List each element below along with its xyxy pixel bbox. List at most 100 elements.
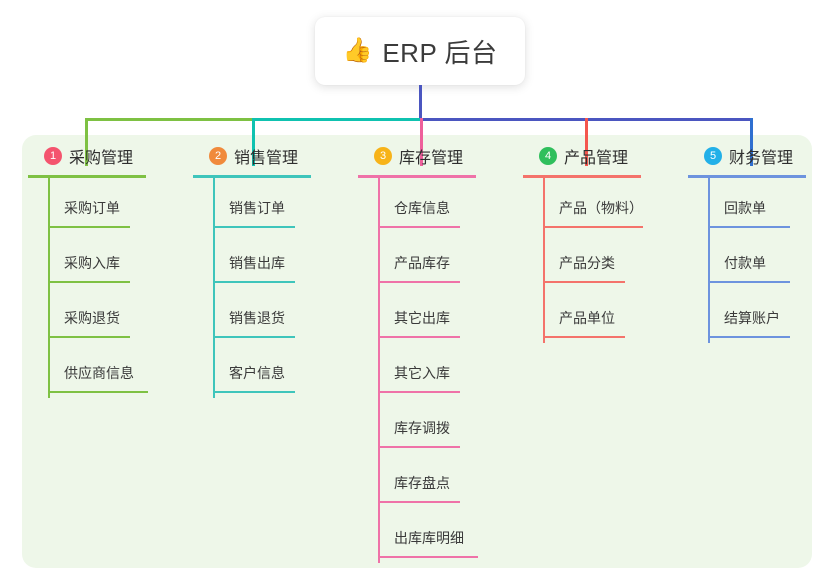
stub-finance — [750, 118, 753, 166]
branch-item[interactable]: 采购订单 — [28, 178, 188, 233]
branch-item-label: 回款单 — [724, 200, 766, 216]
segment-teal — [252, 118, 420, 121]
branch-underline — [358, 175, 476, 178]
branch-item-underline — [708, 226, 790, 228]
branch-item-list: 回款单付款单结算账户 — [688, 178, 839, 343]
branch-header-inventory[interactable]: 3 库存管理 — [358, 143, 518, 169]
branch-number-badge: 1 — [44, 147, 62, 165]
branch-item[interactable]: 销售退货 — [193, 288, 353, 343]
branch-item-underline — [543, 281, 625, 283]
branch-column-finance: 5 财务管理回款单付款单结算账户 — [688, 143, 839, 343]
thumbs-up-icon: 👍 — [342, 37, 373, 64]
branch-spine — [543, 178, 545, 343]
branch-item-label: 客户信息 — [229, 365, 285, 381]
branch-item-underline — [213, 336, 295, 338]
branch-item-label: 销售订单 — [229, 200, 285, 216]
branch-item-list: 产品（物料） 产品分类产品单位 — [523, 178, 683, 343]
branch-item[interactable]: 库存调拨 — [358, 398, 518, 453]
branch-item[interactable]: 产品库存 — [358, 233, 518, 288]
branch-item-underline — [378, 336, 460, 338]
branch-header-sales[interactable]: 2 销售管理 — [193, 143, 353, 169]
stub-purchase — [85, 118, 88, 166]
branch-header-product[interactable]: 4 产品管理 — [523, 143, 683, 169]
branch-item-label: 产品（物料） — [559, 200, 643, 216]
branch-column-inventory: 3 库存管理仓库信息产品库存其它出库其它入库库存调拨库存盘点出库库明细 — [358, 143, 518, 563]
stub-sales — [252, 118, 255, 166]
branch-item-list: 销售订单销售出库销售退货客户信息 — [193, 178, 353, 398]
branch-item-list: 采购订单采购入库采购退货供应商信息 — [28, 178, 188, 398]
branch-item[interactable]: 产品单位 — [523, 288, 683, 343]
branch-item[interactable]: 客户信息 — [193, 343, 353, 398]
branch-item[interactable]: 产品（物料） — [523, 178, 683, 233]
branch-item-underline — [708, 336, 790, 338]
branch-item-label: 付款单 — [724, 255, 766, 271]
branch-item[interactable]: 其它出库 — [358, 288, 518, 343]
branch-underline — [193, 175, 311, 178]
branch-item-underline — [378, 226, 460, 228]
branch-title: 采购管理 — [69, 150, 134, 167]
branch-item-underline — [213, 226, 295, 228]
branch-item-underline — [378, 556, 478, 558]
root-label: ERP 后台 — [382, 37, 498, 68]
branch-item-label: 其它入库 — [394, 365, 450, 381]
branch-item[interactable]: 采购入库 — [28, 233, 188, 288]
branch-item[interactable]: 销售出库 — [193, 233, 353, 288]
branch-number-badge: 2 — [209, 147, 227, 165]
branch-item-underline — [213, 391, 295, 393]
branch-item-underline — [378, 391, 460, 393]
branch-number-badge: 4 — [539, 147, 557, 165]
branch-spine — [708, 178, 710, 343]
branch-item-label: 采购退货 — [64, 310, 120, 326]
branch-item[interactable]: 库存盘点 — [358, 453, 518, 508]
branch-item-underline — [708, 281, 790, 283]
branch-title: 财务管理 — [729, 150, 794, 167]
branch-item[interactable]: 回款单 — [688, 178, 839, 233]
branch-item[interactable]: 产品分类 — [523, 233, 683, 288]
branch-column-product: 4 产品管理产品（物料） 产品分类产品单位 — [523, 143, 683, 343]
segment-green — [85, 118, 252, 121]
branch-underline — [28, 175, 146, 178]
branch-item-underline — [543, 226, 643, 228]
branch-spine — [48, 178, 50, 398]
branch-item-label: 库存调拨 — [394, 420, 450, 436]
branch-column-purchase: 1 采购管理采购订单采购入库采购退货供应商信息 — [28, 143, 188, 398]
branch-item-label: 采购入库 — [64, 255, 120, 271]
branch-item[interactable]: 结算账户 — [688, 288, 839, 343]
branch-item-underline — [48, 391, 148, 393]
branch-item-underline — [48, 336, 130, 338]
branch-item-underline — [543, 336, 625, 338]
branch-item[interactable]: 付款单 — [688, 233, 839, 288]
branch-item-label: 库存盘点 — [394, 475, 450, 491]
root-drop-line — [419, 85, 422, 121]
branch-item-underline — [48, 281, 130, 283]
branch-item-label: 供应商信息 — [64, 365, 134, 381]
branch-header-finance[interactable]: 5 财务管理 — [688, 143, 839, 169]
branch-item-label: 销售出库 — [229, 255, 285, 271]
branch-title: 产品管理 — [564, 150, 629, 167]
branch-item[interactable]: 出库库明细 — [358, 508, 518, 563]
branches-panel — [22, 135, 812, 568]
branch-column-sales: 2 销售管理销售订单销售出库销售退货客户信息 — [193, 143, 353, 398]
branch-item-label: 销售退货 — [229, 310, 285, 326]
branch-item-underline — [48, 226, 130, 228]
branch-item[interactable]: 销售订单 — [193, 178, 353, 233]
branch-title: 销售管理 — [234, 150, 299, 167]
branch-item-label: 其它出库 — [394, 310, 450, 326]
branch-item-underline — [213, 281, 295, 283]
stub-inventory — [420, 118, 423, 166]
branch-item[interactable]: 其它入库 — [358, 343, 518, 398]
stub-product — [585, 118, 588, 166]
root-node[interactable]: 👍 ERP 后台 — [315, 17, 525, 85]
branch-item-label: 仓库信息 — [394, 200, 450, 216]
branch-title: 库存管理 — [399, 150, 464, 167]
branch-header-purchase[interactable]: 1 采购管理 — [28, 143, 188, 169]
branch-number-badge: 3 — [374, 147, 392, 165]
branch-item[interactable]: 供应商信息 — [28, 343, 188, 398]
branch-item[interactable]: 仓库信息 — [358, 178, 518, 233]
branch-number-badge: 5 — [704, 147, 722, 165]
branch-underline — [688, 175, 806, 178]
branch-item-label: 产品库存 — [394, 255, 450, 271]
branch-item-label: 出库库明细 — [394, 530, 464, 546]
branch-item[interactable]: 采购退货 — [28, 288, 188, 343]
